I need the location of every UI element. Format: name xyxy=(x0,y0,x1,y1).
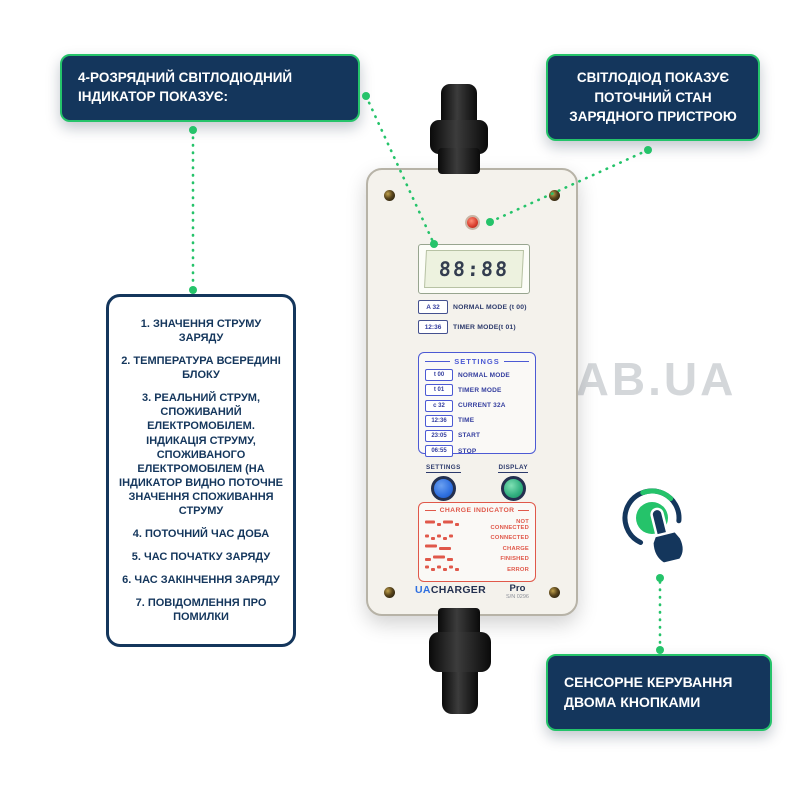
screw-icon xyxy=(549,587,560,598)
brand-row: UACHARGER Pro S/N 0296 xyxy=(368,583,576,601)
feature-item-4: 4. ПОТОЧНИЙ ЧАС ДОБА xyxy=(132,528,270,541)
settings-row: c 32 CURRENT 32A xyxy=(425,399,529,412)
settings-value: c 32 xyxy=(425,399,453,412)
charge-state-label: CONNECTED xyxy=(490,535,529,542)
device-buttons: SETTINGS DISPLAY xyxy=(418,464,536,501)
settings-label: CURRENT 32A xyxy=(458,402,506,410)
mode-value: A 32 xyxy=(418,300,448,314)
led-pattern-icon xyxy=(425,544,479,551)
brand-prefix: UA xyxy=(415,584,431,596)
settings-value: t 01 xyxy=(425,384,453,397)
settings-row: 23:05 START xyxy=(425,429,529,442)
settings-row: 12:36 TIME xyxy=(425,414,529,427)
screw-icon xyxy=(384,190,395,201)
screw-icon xyxy=(384,587,395,598)
brand-logo: UACHARGER xyxy=(415,584,486,596)
settings-row: t 00 NORMAL MODE xyxy=(425,369,529,382)
settings-panel: SETTINGS t 00 NORMAL MODE t 01 TIMER MOD… xyxy=(418,352,536,458)
settings-label: TIME xyxy=(458,417,475,425)
settings-value: 12:36 xyxy=(425,414,453,427)
settings-label: NORMAL MODE xyxy=(458,371,510,379)
feature-item-3: 3. РЕАЛЬНИЙ СТРУМ, СПОЖИВАНИЙ ЕЛЕКТРОМОБ… xyxy=(119,392,283,517)
led-pattern-icon xyxy=(425,534,479,540)
callout-touch-control: СЕНСОРНЕ КЕРУВАННЯ ДВОМА КНОПКАМИ xyxy=(546,654,772,731)
settings-value: 23:05 xyxy=(425,429,453,442)
feature-item-7: 7. ПОВІДОМЛЕННЯ ПРО ПОМИЛКИ xyxy=(135,597,267,624)
settings-row: t 01 TIMER MODE xyxy=(425,384,529,397)
segment-display-digits: 88:88 xyxy=(424,250,524,288)
connector-bottom-right-to-buttons xyxy=(656,574,664,654)
mode-rows: A 32 NORMAL MODE (t 00) 12:36 TIMER MODE… xyxy=(418,300,544,334)
charge-state-row: NOT CONNECTED xyxy=(425,519,529,531)
led-pattern-icon xyxy=(425,565,479,572)
mode-label: NORMAL MODE (t 00) xyxy=(453,303,527,311)
settings-button xyxy=(430,476,456,501)
mode-label: TIMER MODE(t 01) xyxy=(453,323,516,331)
settings-label: START xyxy=(458,432,481,440)
charge-state-row: ERROR xyxy=(425,565,529,573)
callout-status-led: СВІТЛОДІОД ПОКАЗУЄ ПОТОЧНИЙ СТАН ЗАРЯДНО… xyxy=(546,54,760,141)
bottom-cable xyxy=(442,666,478,714)
display-button-group: DISPLAY xyxy=(498,464,528,501)
charge-state-row: CHARGE xyxy=(425,544,529,552)
charge-state-row: CONNECTED xyxy=(425,534,529,542)
led-pattern-icon xyxy=(425,520,477,527)
top-cable-collar xyxy=(438,148,480,174)
feature-item-5: 5. ЧАС ПОЧАТКУ ЗАРЯДУ xyxy=(131,551,271,564)
charge-indicator-title: CHARGE INDICATOR xyxy=(425,507,529,514)
display-button xyxy=(500,476,526,501)
charge-state-label: CHARGE xyxy=(502,545,529,552)
display-button-label: DISPLAY xyxy=(498,464,528,473)
screw-icon xyxy=(549,190,560,201)
mode-row-normal: A 32 NORMAL MODE (t 00) xyxy=(418,300,544,314)
brand-name: CHARGER xyxy=(430,584,486,596)
settings-value: t 00 xyxy=(425,369,453,382)
segment-display: 88:88 xyxy=(418,244,530,294)
settings-label: STOP xyxy=(458,447,477,455)
settings-row: 06:55 STOP xyxy=(425,445,529,458)
feature-item-1: 1. ЗНАЧЕННЯ СТРУМУ ЗАРЯДУ xyxy=(140,318,262,345)
charge-state-label: ERROR xyxy=(507,566,529,573)
touch-gesture-icon xyxy=(612,482,698,574)
feature-item-2: 2. ТЕМПЕРАТУРА ВСЕРЕДИНІ БЛОКУ xyxy=(121,355,281,382)
settings-label: TIMER MODE xyxy=(458,386,502,394)
charger-device: 88:88 A 32 NORMAL MODE (t 00) 12:36 TIME… xyxy=(366,168,578,616)
watermark: TAB.UA xyxy=(548,353,737,405)
brand-serial: S/N 0296 xyxy=(506,594,529,601)
feature-item-6: 6. ЧАС ЗАКІНЧЕННЯ ЗАРЯДУ xyxy=(122,574,280,587)
callout-led-indicator: 4-РОЗРЯДНИЙ СВІТЛОДІОДНИЙ ІНДИКАТОР ПОКА… xyxy=(60,54,360,122)
settings-value: 06:55 xyxy=(425,445,453,458)
charge-state-row: FINISHED xyxy=(425,555,529,563)
connector-top-left-vertical xyxy=(189,126,197,294)
charge-state-label: FINISHED xyxy=(500,556,529,563)
mode-row-timer: 12:36 TIMER MODE(t 01) xyxy=(418,320,544,334)
settings-panel-title: SETTINGS xyxy=(425,357,529,366)
led-pattern-icon xyxy=(425,555,479,561)
callout-touch-control-text: СЕНСОРНЕ КЕРУВАННЯ ДВОМА КНОПКАМИ xyxy=(564,674,733,711)
status-led-icon xyxy=(467,217,478,228)
brand-model: Pro xyxy=(509,583,526,594)
mode-value: 12:36 xyxy=(418,320,448,334)
brand-model-block: Pro S/N 0296 xyxy=(506,583,529,601)
charge-state-label: NOT CONNECTED xyxy=(490,518,529,531)
bottom-cable-gland xyxy=(429,632,491,672)
charge-indicator-panel: CHARGE INDICATOR NOT CONNECTED CONNECTED… xyxy=(418,502,536,582)
callout-status-led-text: СВІТЛОДІОД ПОКАЗУЄ ПОТОЧНИЙ СТАН ЗАРЯДНО… xyxy=(569,70,737,125)
settings-button-group: SETTINGS xyxy=(426,464,461,501)
settings-button-label: SETTINGS xyxy=(426,464,461,473)
feature-list: 1. ЗНАЧЕННЯ СТРУМУ ЗАРЯДУ 2. ТЕМПЕРАТУРА… xyxy=(106,294,296,648)
callout-led-indicator-text: 4-РОЗРЯДНИЙ СВІТЛОДІОДНИЙ ІНДИКАТОР ПОКА… xyxy=(78,70,293,104)
